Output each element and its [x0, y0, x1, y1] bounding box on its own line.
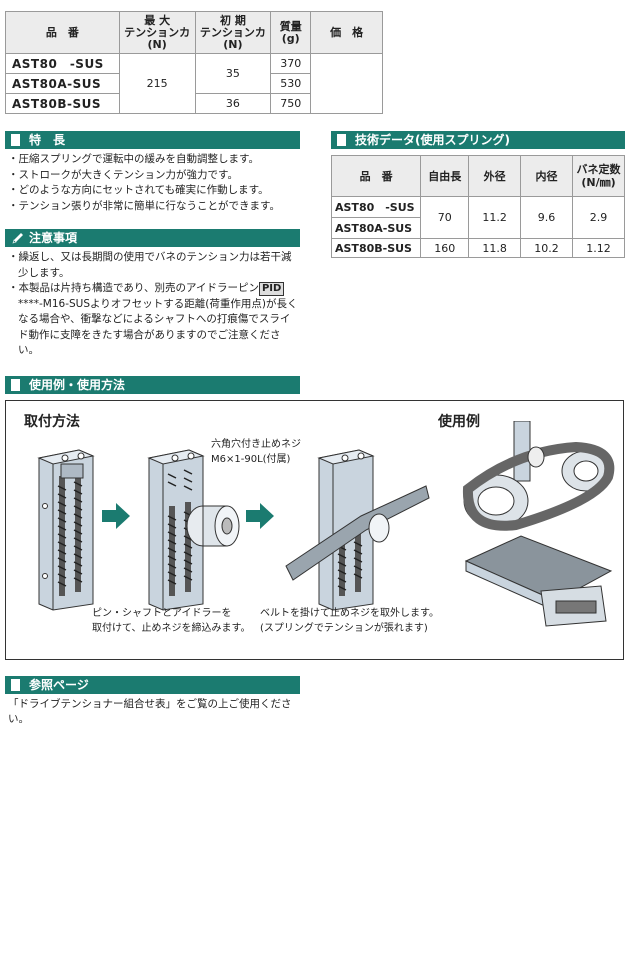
max-tension-value: 215	[118, 53, 196, 114]
spec-table: 品 番 最 大テンションカ(N) 初 期テンションカ(N) 質量(g) 価 格 …	[5, 11, 383, 114]
mass-value: 530	[270, 73, 312, 94]
part-number: AST80B-SUS	[330, 238, 422, 258]
step2-caption: ベルトを掛けて止めネジを取外します。(スプリングでテンションが張れます)	[260, 608, 439, 634]
inner-dia-value: 9.6	[520, 196, 573, 239]
outer-dia-value: 11.8	[468, 238, 522, 258]
reference-header: 参照ページ	[5, 676, 300, 694]
table-row: AST80A-SUS 530	[5, 73, 383, 94]
header-max-tension: 最 大テンションカ(N)	[118, 11, 196, 54]
table-row: AST80A-SUS	[330, 217, 625, 239]
arrow-right-icon	[246, 503, 274, 529]
list-item: ・テンション張りが非常に簡単に行なうことができます。	[8, 199, 280, 212]
tensioner-illustration-3	[285, 449, 430, 611]
cautions-header: 注意事項	[5, 229, 300, 247]
usage-example-belt	[462, 421, 615, 531]
free-length-value: 160	[420, 238, 470, 258]
inner-dia-value: 10.2	[520, 238, 573, 258]
init-tension-value: 36	[194, 93, 272, 114]
mass-value: 370	[270, 53, 312, 74]
reference-text: 「ドライブテンショナー組合せ表」をご覧の上ご使用ください。	[8, 698, 292, 725]
header-price: 価 格	[310, 11, 383, 54]
price-value	[310, 53, 383, 114]
tensioner-illustration-2	[147, 449, 240, 611]
header-inner-dia: 内径	[520, 155, 573, 197]
tech-table: 品 番 自由長 外径 内径 バネ定数(N/㎜) AST80 -SUS 70 11…	[330, 155, 625, 258]
step1-caption: ピン・シャフトとアイドラーを取付けて、止めネジを締込みます。	[92, 608, 251, 634]
cautions-list: ・繰返し、又は長期間の使用でバネのテンション力は若干減少します。 ・本製品は片持…	[8, 250, 300, 359]
free-length-value: 70	[420, 196, 470, 239]
table-row: AST80B-SUS 36 750	[5, 93, 383, 114]
init-tension-value: 35	[194, 53, 272, 94]
header-part-no: 品 番	[330, 155, 422, 197]
part-number: AST80B-SUS	[5, 93, 120, 114]
square-icon	[11, 679, 20, 691]
usage-header: 使用例・使用方法	[5, 376, 300, 394]
header-spring-const: バネ定数(N/㎜)	[572, 155, 625, 197]
header-free-length: 自由長	[420, 155, 470, 197]
part-number: AST80 -SUS	[5, 53, 120, 74]
features-header: 特 長	[5, 131, 300, 149]
list-item: ・どのような方向にセットされても確実に作動します。	[8, 184, 269, 196]
header-part-no: 品 番	[5, 11, 120, 54]
features-list: ・圧縮スプリングで運転中の緩みを自動調整します。 ・ストロークが大きくテンション…	[8, 152, 303, 214]
part-number: AST80 -SUS	[330, 196, 422, 218]
table-row: AST80B-SUS 160 11.8 10.2 1.12	[330, 238, 625, 258]
tensioner-illustration-1	[37, 449, 95, 611]
part-number: AST80A-SUS	[5, 73, 120, 94]
list-item: ・ストロークが大きくテンション力が強力です。	[8, 168, 238, 181]
pid-badge: PID	[258, 282, 285, 296]
header-mass: 質量(g)	[270, 11, 312, 54]
square-icon	[11, 379, 20, 391]
square-icon	[11, 134, 20, 146]
spring-const-value: 2.9	[572, 196, 625, 239]
mass-value: 750	[270, 93, 312, 114]
list-item: ・圧縮スプリングで運転中の緩みを自動調整します。	[8, 153, 259, 165]
usage-example-conveyor	[464, 535, 613, 627]
spring-const-value: 1.12	[572, 238, 625, 258]
header-init-tension: 初 期テンションカ(N)	[194, 11, 272, 54]
usage-panel: 取付方法 使用例	[5, 400, 624, 660]
part-number: AST80A-SUS	[330, 217, 422, 239]
table-row: AST80 -SUS 70 11.2 9.6 2.9	[330, 196, 625, 239]
table-row: AST80 -SUS 215 35 370	[5, 53, 383, 114]
header-outer-dia: 外径	[468, 155, 522, 197]
pencil-icon	[12, 233, 23, 244]
tech-data-header: 技術データ(使用スプリング)	[331, 131, 625, 149]
outer-dia-value: 11.2	[468, 196, 522, 239]
usage-example-label: 使用例	[438, 414, 480, 430]
square-icon	[337, 134, 346, 146]
list-item: ・繰返し、又は長期間の使用でバネのテンション力は若干減少します。	[8, 251, 292, 279]
mount-method-label: 取付方法	[24, 414, 80, 430]
arrow-right-icon	[102, 503, 130, 529]
